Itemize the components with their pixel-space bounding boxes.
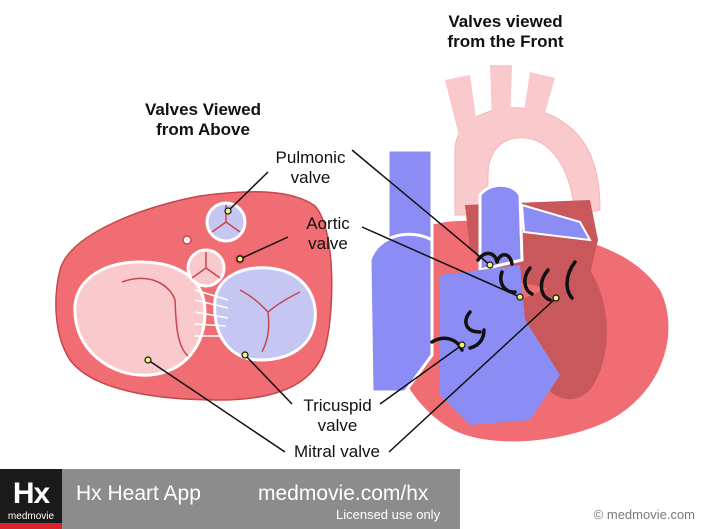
title-valves-from-above: Valves Viewed from Above [145, 100, 261, 139]
logo-red-bar [0, 523, 62, 529]
footer-license: Licensed use only [336, 507, 441, 522]
hx-logo: Hx medmovie [0, 469, 62, 529]
aortic-dot-front [516, 293, 524, 301]
pulmonic-dot-above [224, 207, 232, 215]
label-tricuspid-valve: Tricuspid valve [303, 396, 372, 435]
aorta-branch-left [445, 75, 478, 140]
tricuspid-leader-above [244, 354, 293, 405]
pulmonic-dot-front [486, 261, 494, 269]
right-atrium [368, 232, 434, 394]
footer-url[interactable]: medmovie.com/hx [258, 482, 429, 505]
leader-dots [144, 207, 560, 364]
logo-mark: Hx [12, 477, 50, 510]
tricuspid-leader-front [379, 344, 463, 405]
right-ventricle [440, 265, 560, 425]
pulmonary-artery-branch [520, 203, 592, 242]
aortic-cusp-lines [191, 252, 221, 279]
mitral-valve-front [539, 260, 577, 302]
aorta-branch-right [522, 72, 555, 130]
logo-wordmark: medmovie [7, 511, 55, 522]
mitral-leader-front [388, 297, 557, 453]
aortic-leader-front [361, 226, 521, 298]
tricuspid-dot-above [241, 351, 249, 359]
mitral-valve-shape [73, 260, 207, 377]
mitral-leader-above [147, 359, 286, 453]
label-aortic-valve: Aortic valve [306, 214, 350, 253]
pulmonic-valve-front [476, 251, 514, 266]
pulmonic-leader-front [351, 149, 491, 266]
pulmonic-leader-above [227, 171, 269, 212]
tricuspid-dot-front [458, 341, 466, 349]
leader-lines [147, 149, 557, 453]
mitral-dot-above [144, 356, 152, 364]
label-mitral-valve: Mitral valve [294, 442, 380, 461]
aortic-valve-front [499, 266, 534, 296]
aortic-leader-above [239, 236, 289, 260]
valves-from-front-illustration [368, 65, 669, 442]
footer-app-name: Hx Heart App [76, 482, 201, 505]
title-valves-from-front: Valves viewed from the Front [447, 12, 564, 51]
copyright-notice: © medmovie.com [593, 507, 695, 522]
label-pulmonic-valve: Pulmonic valve [275, 148, 346, 187]
coronary-ostium-left [182, 235, 192, 245]
tricuspid-leaflet-lines [239, 289, 301, 353]
mitral-dot-front [552, 294, 560, 302]
mitral-leaflet-line [121, 277, 189, 357]
tricuspid-valve-shape [213, 266, 317, 362]
pulmonary-trunk [478, 183, 524, 272]
aortic-dot-above [236, 255, 244, 263]
footer-bar [0, 469, 460, 529]
aorta-branch-mid [490, 65, 512, 125]
valves-from-above-illustration [55, 190, 333, 401]
chordae-strands [194, 289, 229, 337]
